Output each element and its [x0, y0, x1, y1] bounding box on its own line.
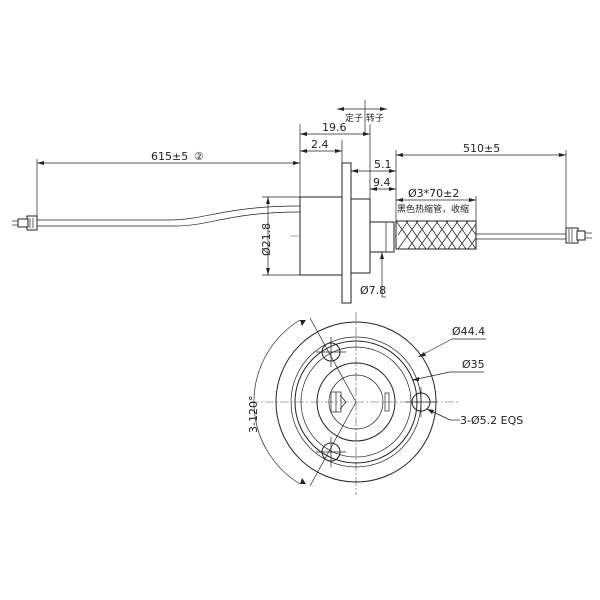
dim-615: 615±5 [151, 150, 188, 163]
dim-5-1: 5.1 [374, 158, 392, 171]
rotor-shaft [369, 221, 395, 253]
side-view: 定子 转子 19.6 2.4 615±5 ② 5.1 510±5 [12, 100, 592, 304]
flange [341, 162, 352, 304]
rotor-outline [316, 362, 396, 442]
heat-shrink-note: 黑色热缩管，收缩 [397, 203, 469, 215]
circle-2-marker: ② [194, 150, 204, 163]
dim-d44-4: Ø44.4 [452, 325, 485, 338]
dim-d35: Ø35 [462, 358, 485, 371]
angle-arc [253, 319, 301, 485]
dim-9-4: 9.4 [373, 176, 391, 189]
dim-holes: 3-Ø5.2 EQS [460, 414, 523, 427]
dim-angle: 3-120° [247, 396, 260, 433]
stator-rotor-label: 定子 转子 [345, 112, 384, 124]
dim-d7-8: Ø7.8 [360, 284, 386, 297]
dim-d3x70: Ø3*70±2 [408, 187, 459, 200]
left-connector [12, 215, 38, 231]
stator-body [299, 196, 343, 276]
front-view: 3-120° Ø44.4 Ø35 3-Ø5.2 EQS [247, 312, 523, 495]
rotor-body [350, 198, 371, 274]
heat-shrink-tube [395, 220, 477, 250]
dim-19-6: 19.6 [322, 121, 347, 134]
left-cable-lower [37, 211, 301, 227]
right-connector [565, 227, 592, 244]
dim-d21-8: Ø21.8 [260, 223, 273, 256]
dim-2-4: 2.4 [311, 138, 329, 151]
dim-510: 510±5 [463, 142, 500, 155]
left-cable [37, 205, 301, 221]
